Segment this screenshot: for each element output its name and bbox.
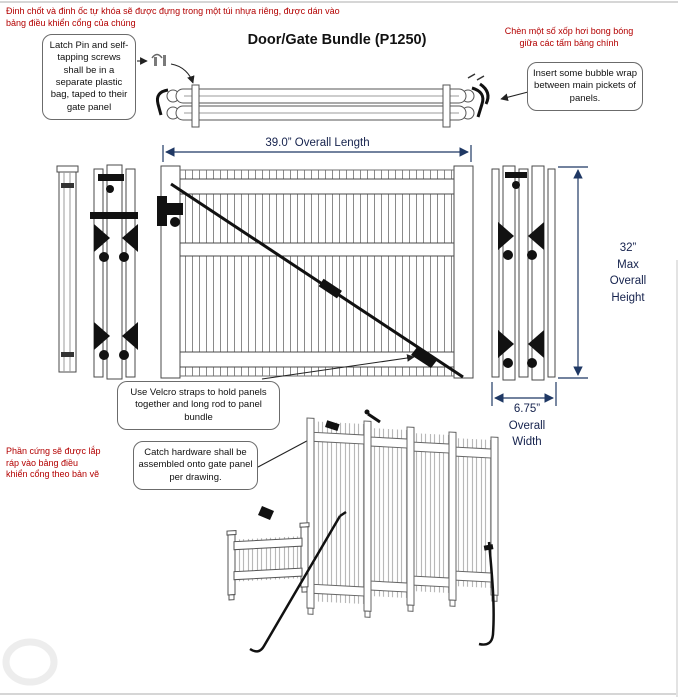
front-rail-section xyxy=(226,522,310,601)
gate-latch-hardware-icon xyxy=(157,196,183,227)
dim-line: 6.75” xyxy=(513,403,541,415)
dimension-max-height xyxy=(558,166,588,379)
bundle-hook-left-icon xyxy=(156,88,169,116)
watermark-circle xyxy=(2,638,58,686)
dim-line: Width xyxy=(512,436,542,449)
page-title: Door/Gate Bundle (P1250) xyxy=(247,32,427,48)
callout-velcro-straps: Use Velcro straps to hold panels togethe… xyxy=(117,381,280,431)
dim-line: Max xyxy=(617,258,639,271)
dimension-label-max-height: 32” Max Overall Height xyxy=(590,240,666,307)
latch-pin-icon xyxy=(151,53,166,66)
bundle-hinge-top-icon xyxy=(498,222,544,260)
dimension-label-overall-width: 6.75” Overall Width xyxy=(494,401,560,451)
dimension-label-overall-length: 39.0” Overall Length xyxy=(265,137,370,149)
isometric-panel-stack xyxy=(226,409,499,653)
bundle-top-view xyxy=(156,73,490,128)
callout-bubble-wrap: Insert some bubble wrap between main pic… xyxy=(527,62,643,112)
note-line: ráp vào bảng điều xyxy=(6,457,79,468)
bundle-hook-right-icon xyxy=(467,73,490,118)
hinge-hardware-bottom-icon xyxy=(94,322,138,360)
bundle-hinge-bottom-icon xyxy=(498,330,544,368)
note-vietnamese-right: Chèn một số xốp hơi bong bóng giữa các t… xyxy=(480,26,658,49)
dim-line: Overall xyxy=(609,275,647,288)
velcro-strap-icon xyxy=(170,182,464,379)
hinge-side-view xyxy=(90,164,138,380)
note-line: giữa các tấm bảng chính xyxy=(519,37,619,48)
note-vietnamese-top: Đinh chốt và đinh ốc tự khóa sẽ được đựn… xyxy=(6,6,340,28)
dim-line: Overall xyxy=(508,419,546,432)
bundle-side-view xyxy=(491,165,556,381)
hook-rod-right-icon xyxy=(478,541,495,646)
iso-panel-1 xyxy=(306,417,372,618)
gate-front-view xyxy=(157,165,474,379)
hook-rod-left-icon xyxy=(249,510,347,653)
callout-catch-hardware: Catch hardware shall be assembled onto g… xyxy=(133,441,258,491)
dimension-overall-width xyxy=(491,382,557,406)
latch-hardware-icon xyxy=(98,174,124,193)
callout-latch-pin: Latch Pin and self-tapping screws shall … xyxy=(42,34,136,121)
panel-edge-view xyxy=(56,165,79,373)
page-edge-bottom xyxy=(0,693,678,695)
dim-line: Height xyxy=(611,292,645,305)
note-vietnamese-left: Phần cứng sẽ được lắp ráp vào bảng điều … xyxy=(6,446,124,481)
note-line: Chèn một số xốp hơi bong bóng xyxy=(504,26,634,36)
hinge-hardware-top-icon xyxy=(94,224,138,262)
page-edge-right xyxy=(676,260,678,697)
dim-line: 32” xyxy=(619,242,637,254)
dimension-overall-length xyxy=(162,145,472,162)
bundle-latch-icon xyxy=(505,172,527,189)
page-edge-top xyxy=(0,1,678,3)
catch-hardware-icons xyxy=(258,409,494,551)
note-line: khiển cổng theo bản vẽ xyxy=(6,469,100,480)
note-line: Phần cứng sẽ được lắp xyxy=(6,446,101,456)
